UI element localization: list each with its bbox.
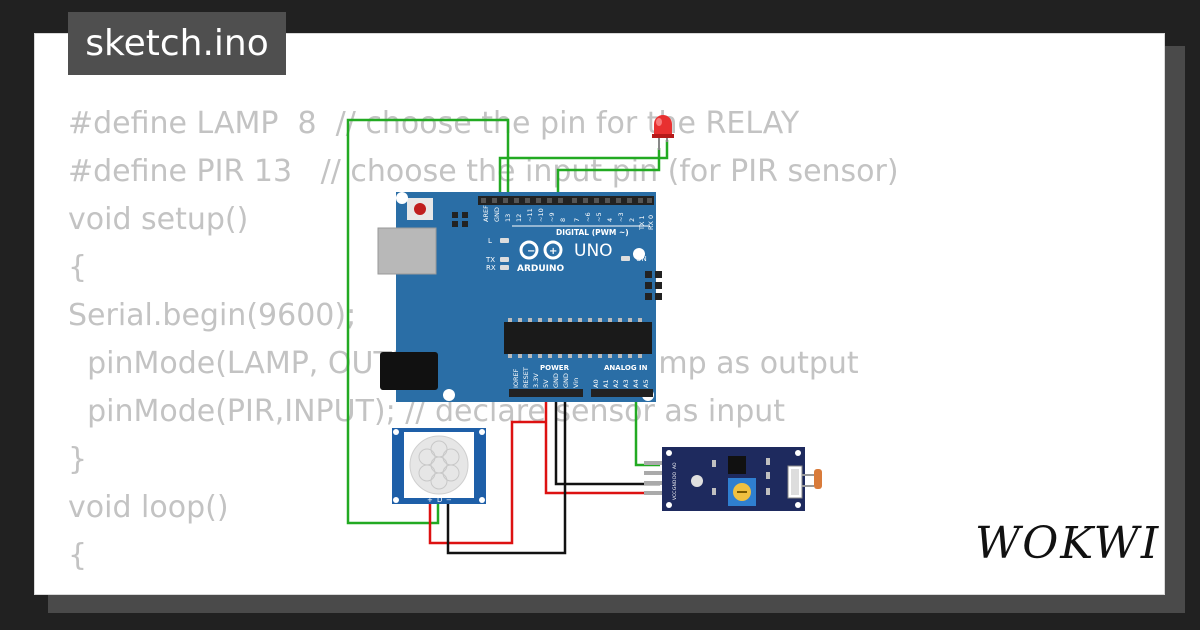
wire-ldr-ao [634,394,660,467]
code-line: void setup() [68,202,249,237]
pin-label: 12 [515,214,523,222]
arduino-infinity-icon [519,240,563,260]
photoresistor [814,469,822,489]
pir-sensor[interactable]: + D − [392,428,486,504]
code-line: Serial.begin(9600); [68,298,357,333]
board-model: UNO [574,241,613,261]
wire-pir-vcc [428,420,546,545]
pin-label: ~3 [617,212,625,222]
led-label-rx: RX [486,264,496,272]
led-label-tx: TX [485,256,495,264]
pin-label: ~11 [526,208,534,222]
led-label-l: L [488,237,492,245]
wire-5v [544,392,660,495]
pin-label: TX 1 [638,215,646,231]
svg-text:−: − [527,246,535,257]
pin-label: IOREF [512,368,520,388]
power-label: POWER [540,364,570,372]
ldr-pin-label: AO [672,462,678,469]
pin-label: A5 [642,379,650,388]
code-line: } [68,442,88,477]
pin-label: GND [493,207,501,222]
wire-pir-signal [346,118,510,525]
svg-text:+: + [549,246,557,257]
pin-label: ~9 [548,212,556,222]
wire-gnd-ldr [554,392,660,486]
microcontroller-chip [504,322,652,354]
pin-label: A4 [632,379,640,388]
pin-label: A0 [592,379,600,388]
pin-label: ~10 [537,208,545,222]
pin-label: 7 [573,218,581,222]
code-line: { [68,250,88,285]
analog-label: ANALOG IN [604,364,648,372]
pin-label: 2 [628,218,636,222]
pin-label: 13 [504,214,512,222]
red-led[interactable] [652,115,674,150]
ldr-pin-label: DO [672,472,678,479]
pin-label: GND [552,373,560,388]
wire-gnd-pir [446,392,567,555]
usb-port [377,227,437,275]
ldr-pin-label: VCC [672,491,678,500]
pin-label: RESET [522,367,530,388]
pin-label: AREF [482,205,490,222]
pin-label: A2 [612,379,620,388]
pin-label: 4 [606,218,614,222]
pir-pin-label: − [446,496,452,504]
pin-label: A3 [622,379,630,388]
pin-label: Vin [572,378,580,388]
pin-label: 5V [542,379,550,388]
power-header [509,389,583,397]
wokwi-logo: WOKWI [975,518,1161,569]
pin-label: 8 [559,218,567,222]
pin-label: 3.3V [532,373,540,388]
code-line: { [68,538,88,573]
wire-led-cathode [556,148,661,200]
project-title-badge: sketch.ino [68,12,286,75]
board-brand: ARDUINO [517,264,565,274]
digital-header [478,196,654,205]
pin-label: ~5 [595,212,603,222]
ldr-pin-label: GND [672,479,678,490]
pin-label: GND [562,373,570,388]
led-label-on: ON [636,255,647,263]
wire-led-anode [498,140,669,200]
pir-pin-label: D [437,496,442,504]
code-snippet: #define LAMP 8 // choose the pin for the… [68,100,899,580]
pir-lens-icon [409,435,469,495]
digital-label: DIGITAL (PWM ~) [556,228,629,237]
ldr-module[interactable]: AO DO GND VCC [644,447,822,511]
pir-pin-label: + [427,496,433,504]
analog-header [591,389,653,397]
code-line: void loop() [68,490,229,525]
arduino-uno-board[interactable]: AREF GND 13 12 ~11 ~10 ~9 8 7 ~6 ~5 4 ~3… [377,192,662,402]
power-jack [380,352,438,390]
pin-label: RX 0 [647,215,655,230]
pin-label: A1 [602,379,610,388]
pin-label: ~6 [584,212,592,222]
